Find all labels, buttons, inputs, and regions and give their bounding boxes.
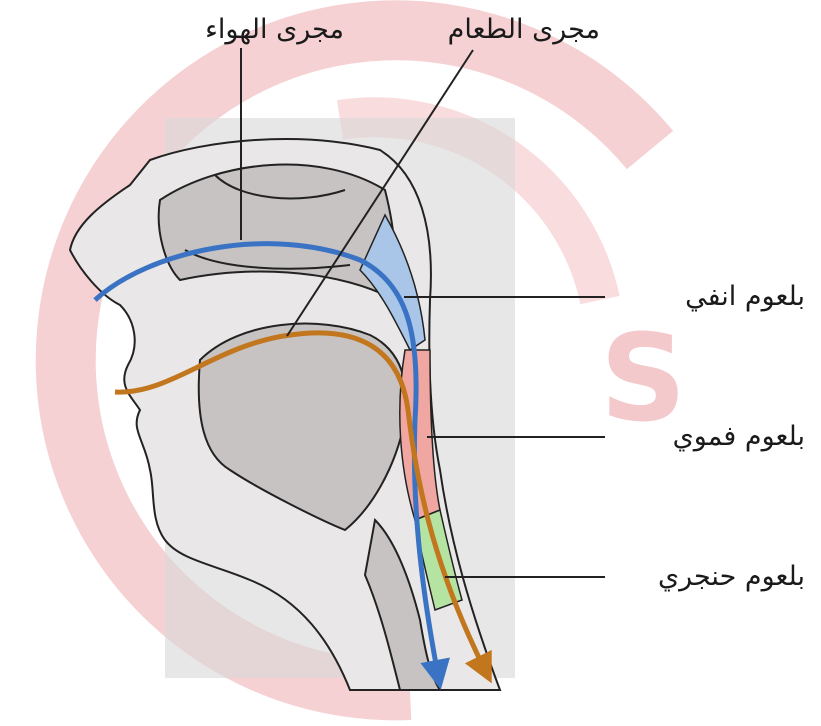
- label-oropharynx: بلعوم فموي: [673, 423, 805, 450]
- label-foodway: مجرى الطعام: [448, 16, 600, 43]
- label-airway: مجرى الهواء: [205, 16, 344, 43]
- label-laryngopharynx: بلعوم حنجري: [658, 563, 805, 590]
- label-nasopharynx: بلعوم انفي: [685, 283, 805, 310]
